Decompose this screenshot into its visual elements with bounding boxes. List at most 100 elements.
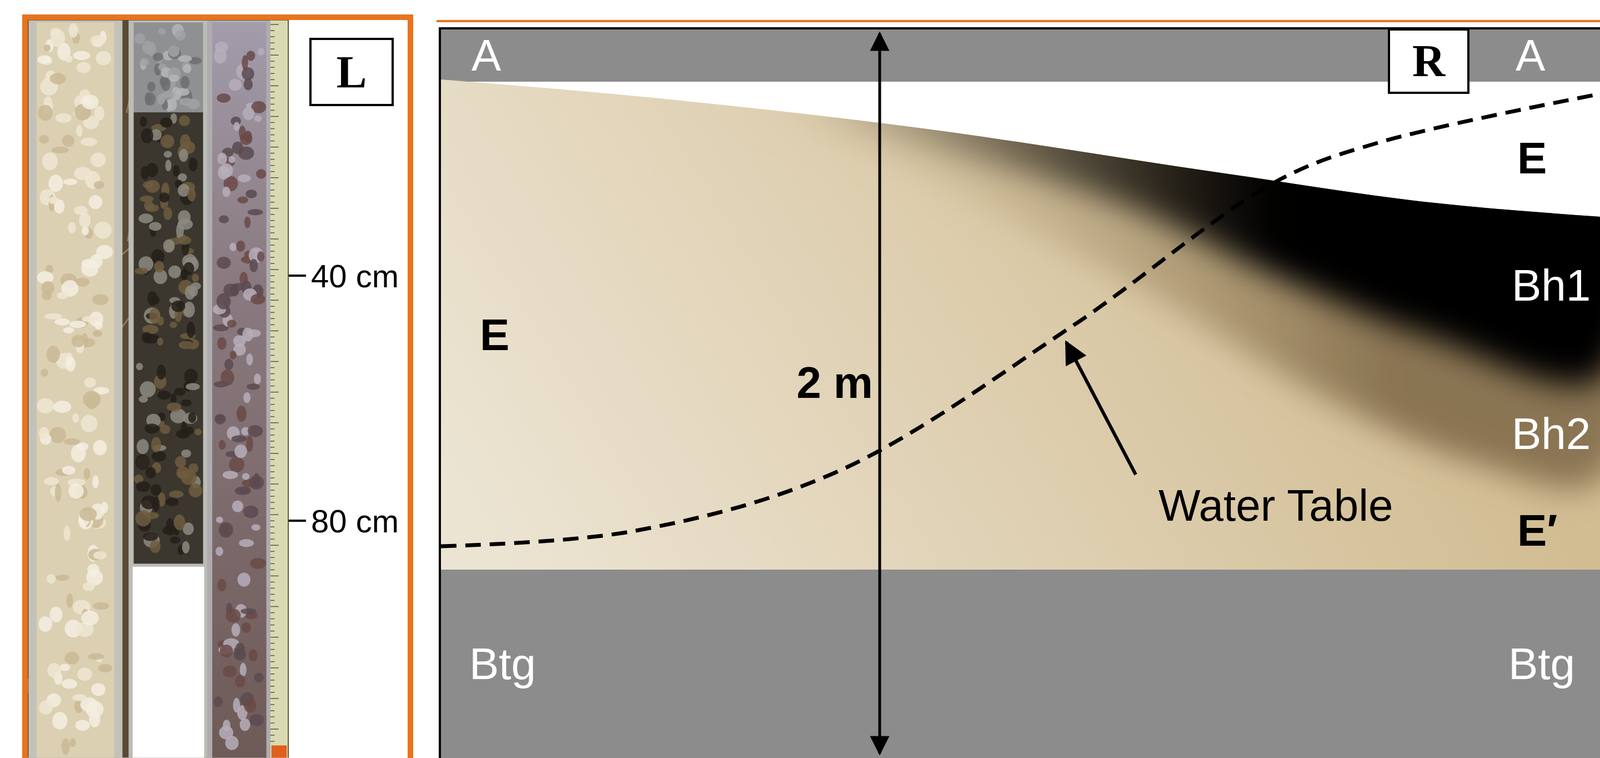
tape-tick	[270, 61, 275, 63]
tape-tick	[270, 464, 275, 466]
soil-mottle	[93, 221, 112, 239]
soil-mottle	[65, 356, 77, 371]
tape-tick	[270, 734, 275, 736]
panel-letter-box: L	[309, 37, 394, 107]
soil-mottle	[61, 738, 70, 755]
soil-mottle	[254, 114, 263, 122]
tape-tick	[270, 495, 275, 497]
soil-mottle	[247, 208, 264, 215]
soil-mottle	[141, 128, 154, 144]
soil-mottle	[80, 414, 98, 433]
soil-mottle	[149, 539, 161, 553]
soil-mottle	[249, 258, 258, 273]
tape-tick	[270, 728, 279, 730]
soil-mottle	[257, 47, 265, 55]
tape-tick	[270, 525, 275, 528]
tape-tick	[270, 97, 275, 99]
soil-mottle	[169, 490, 184, 498]
soil-mottle	[150, 483, 162, 496]
soil-mottle	[229, 242, 237, 252]
soil-mottle	[95, 51, 112, 66]
soil-mottle	[81, 226, 89, 235]
soil-mottle	[55, 574, 70, 581]
soil-mottle	[222, 664, 237, 677]
depth-arrow	[878, 33, 882, 754]
tape-tick	[270, 470, 275, 473]
tape-tick	[270, 679, 275, 681]
soil-mottle	[145, 179, 160, 193]
horizon-name: Btg	[1508, 638, 1576, 690]
tape-tick	[270, 458, 275, 460]
tape-tick	[270, 306, 275, 308]
soil-mottle	[82, 390, 101, 408]
soil-mottle	[134, 33, 145, 45]
tape-tick	[270, 354, 275, 356]
bh2-horizon	[610, 0, 1600, 489]
soil-mottle	[161, 91, 175, 99]
tape-tick	[270, 452, 279, 454]
panel-letter: R	[1412, 34, 1446, 88]
soil-mottle	[135, 454, 150, 470]
tape-tick	[270, 581, 275, 583]
soil-mottle	[139, 116, 148, 128]
soil-mottle	[253, 373, 262, 385]
soil-mottle	[241, 54, 248, 70]
soil-mottle	[249, 713, 264, 726]
soil-mottle	[68, 23, 79, 38]
tape-tick	[270, 673, 275, 675]
soil-mottle	[46, 573, 56, 584]
tape-tick	[270, 721, 275, 724]
tape-tick	[270, 618, 275, 620]
soil-mottle	[160, 134, 175, 148]
soil-mottle	[179, 97, 194, 106]
soil-mottle	[242, 107, 255, 120]
soil-mottle	[174, 455, 187, 468]
soil-mottle	[76, 277, 90, 287]
soil-mottle	[139, 380, 157, 398]
soil-mottle	[169, 535, 181, 544]
tape-tick	[270, 109, 275, 112]
soil-mottle	[171, 300, 185, 313]
tape-tick	[270, 23, 279, 25]
soil-mottle	[166, 402, 182, 411]
soil-mottle	[135, 509, 152, 526]
horizon-name: Btg	[469, 638, 536, 690]
soil-mottle	[142, 532, 158, 541]
tape-tick	[270, 158, 275, 160]
tape-tick	[270, 29, 275, 32]
soil-mottle	[61, 678, 78, 689]
soil-mottle	[165, 497, 179, 506]
soil-mottle	[194, 428, 202, 435]
tape-tick	[270, 67, 275, 69]
tape-tick	[270, 128, 275, 130]
soil-mottle	[238, 538, 254, 547]
panel-frame	[438, 27, 441, 758]
soil-mottle	[228, 156, 236, 164]
soil-mottle	[69, 320, 87, 328]
horizon-name: E	[479, 309, 510, 361]
soil-mottle	[236, 405, 247, 422]
soil-mottle	[250, 293, 265, 305]
soil-mottle	[168, 74, 180, 82]
soil-mottle	[90, 152, 107, 168]
soil-mottle	[222, 470, 239, 479]
tape-tick	[270, 85, 279, 87]
soil-mottle	[76, 61, 91, 73]
soil-mottle	[89, 253, 103, 269]
soil-mottle	[49, 72, 67, 85]
tape-end	[271, 744, 288, 757]
soil-mottle	[136, 438, 149, 454]
horizon-name: E	[1517, 132, 1547, 184]
tape-tick	[270, 250, 275, 252]
soil-mottle	[46, 345, 60, 363]
soil-mottle	[136, 362, 144, 370]
clay-core	[212, 22, 267, 757]
horizon-name: A	[471, 29, 501, 82]
soil-mottle	[93, 550, 107, 560]
tape-tick	[270, 587, 275, 589]
soil-mottle	[138, 213, 154, 224]
soil-mottle	[226, 608, 242, 623]
soil-mottle	[78, 212, 91, 228]
tape-tick	[270, 195, 275, 197]
soil-mottle	[93, 181, 105, 189]
